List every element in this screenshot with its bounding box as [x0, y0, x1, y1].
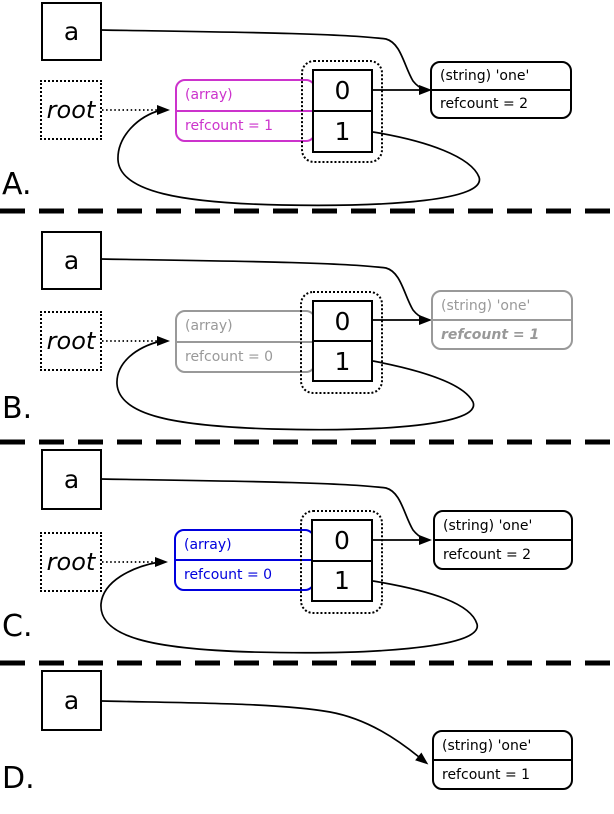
a-to-string-line	[100, 29, 425, 90]
root-label: root	[46, 96, 96, 124]
string-object-box: (string) 'one' refcount = 1	[432, 730, 573, 790]
string-refcount-label: refcount = 1	[434, 759, 571, 788]
cell1-self-loop	[117, 109, 481, 207]
string-type-label: (string) 'one'	[440, 68, 530, 84]
a-to-string-line	[100, 258, 425, 319]
array-cells-outline	[300, 510, 383, 614]
variable-box-a: a	[41, 670, 102, 731]
array-object-box: (array) refcount = 0	[174, 529, 315, 591]
cell-0: 0	[334, 525, 350, 555]
string-type-label: (string) 'one'	[441, 297, 531, 314]
cell-1: 1	[314, 340, 371, 380]
cell-1: 1	[313, 559, 371, 601]
variable-label: a	[63, 246, 80, 275]
cell1-self-loop	[116, 340, 475, 431]
string-refcount-label: refcount = 2	[435, 539, 571, 568]
string-type-label: (string) 'one'	[443, 517, 533, 534]
root-box: root	[40, 80, 102, 140]
variable-label: a	[63, 17, 80, 46]
array-object-box: (array) refcount = 1	[175, 79, 316, 142]
array-type-label: (array)	[185, 87, 233, 104]
root-label: root	[46, 327, 96, 355]
array-cells-box: 0 1	[312, 300, 373, 382]
a-to-string-line	[100, 478, 425, 540]
string-object-box: (string) 'one' refcount = 2	[433, 510, 573, 570]
string-refcount-label: refcount = 2	[432, 89, 570, 117]
variable-box-a: a	[41, 231, 102, 290]
array-refcount-label: refcount = 0	[176, 559, 313, 589]
cell-0: 0	[334, 306, 351, 336]
variable-box-a: a	[41, 2, 102, 61]
cell1-self-loop	[100, 561, 478, 654]
array-cells-box: 0 1	[311, 519, 373, 602]
variable-box-a: a	[41, 449, 102, 510]
array-cells-box: 0 1	[312, 69, 373, 153]
panel-label-b: B.	[2, 391, 33, 426]
root-box: root	[40, 532, 102, 592]
array-type-label: (array)	[184, 537, 232, 553]
array-cells-outline	[301, 60, 383, 163]
array-type-label: (array)	[185, 318, 233, 335]
cell-0: 0	[334, 76, 351, 105]
array-refcount-label: refcount = 1	[177, 109, 314, 141]
string-object-box: (string) 'one' refcount = 2	[430, 61, 572, 119]
panel-label-d: D.	[2, 761, 35, 796]
array-refcount-label: refcount = 0	[177, 340, 314, 372]
cell-1: 1	[314, 110, 371, 151]
string-type-label: (string) 'one'	[442, 737, 532, 754]
a-to-string-arrow	[101, 700, 429, 765]
string-object-box: (string) 'one' refcount = 1	[431, 290, 573, 350]
panel-label-a: A.	[2, 167, 32, 202]
panel-label-c: C.	[2, 609, 33, 644]
variable-label: a	[63, 465, 80, 494]
string-refcount-label: refcount = 1	[433, 319, 571, 348]
array-object-box: (array) refcount = 0	[175, 310, 316, 373]
variable-label: a	[63, 686, 80, 715]
root-label: root	[46, 548, 96, 576]
root-box: root	[40, 311, 102, 371]
array-cells-outline	[300, 291, 383, 394]
